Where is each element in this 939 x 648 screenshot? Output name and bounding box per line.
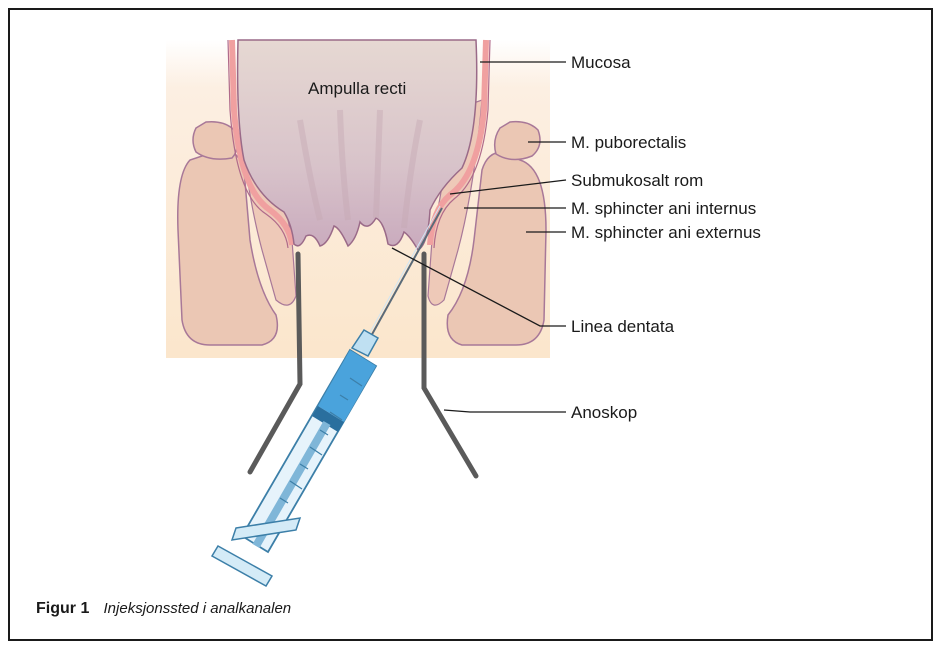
leader-anoskop <box>444 410 566 412</box>
label-linea-dentata: Linea dentata <box>571 317 675 336</box>
label-submukosalt-rom: Submukosalt rom <box>571 171 703 190</box>
caption-text: Injeksjonssted i analkanalen <box>104 600 292 617</box>
label-sphincter-externus: M. sphincter ani externus <box>571 223 761 242</box>
left-puborectalis <box>193 122 237 159</box>
right-puborectalis <box>495 122 540 160</box>
label-ampulla-recti: Ampulla recti <box>308 79 406 98</box>
caption-number: Figur 1 <box>36 600 89 617</box>
syringe-liquid <box>318 350 376 422</box>
label-sphincter-internus: M. sphincter ani internus <box>571 199 756 218</box>
label-anoskop: Anoskop <box>571 403 637 422</box>
label-puborectalis: M. puborectalis <box>571 133 686 152</box>
figure-caption: Figur 1 Injeksjonssted i analkanalen <box>36 600 291 618</box>
label-mucosa: Mucosa <box>571 53 631 72</box>
syringe-plunger-head <box>212 546 272 586</box>
